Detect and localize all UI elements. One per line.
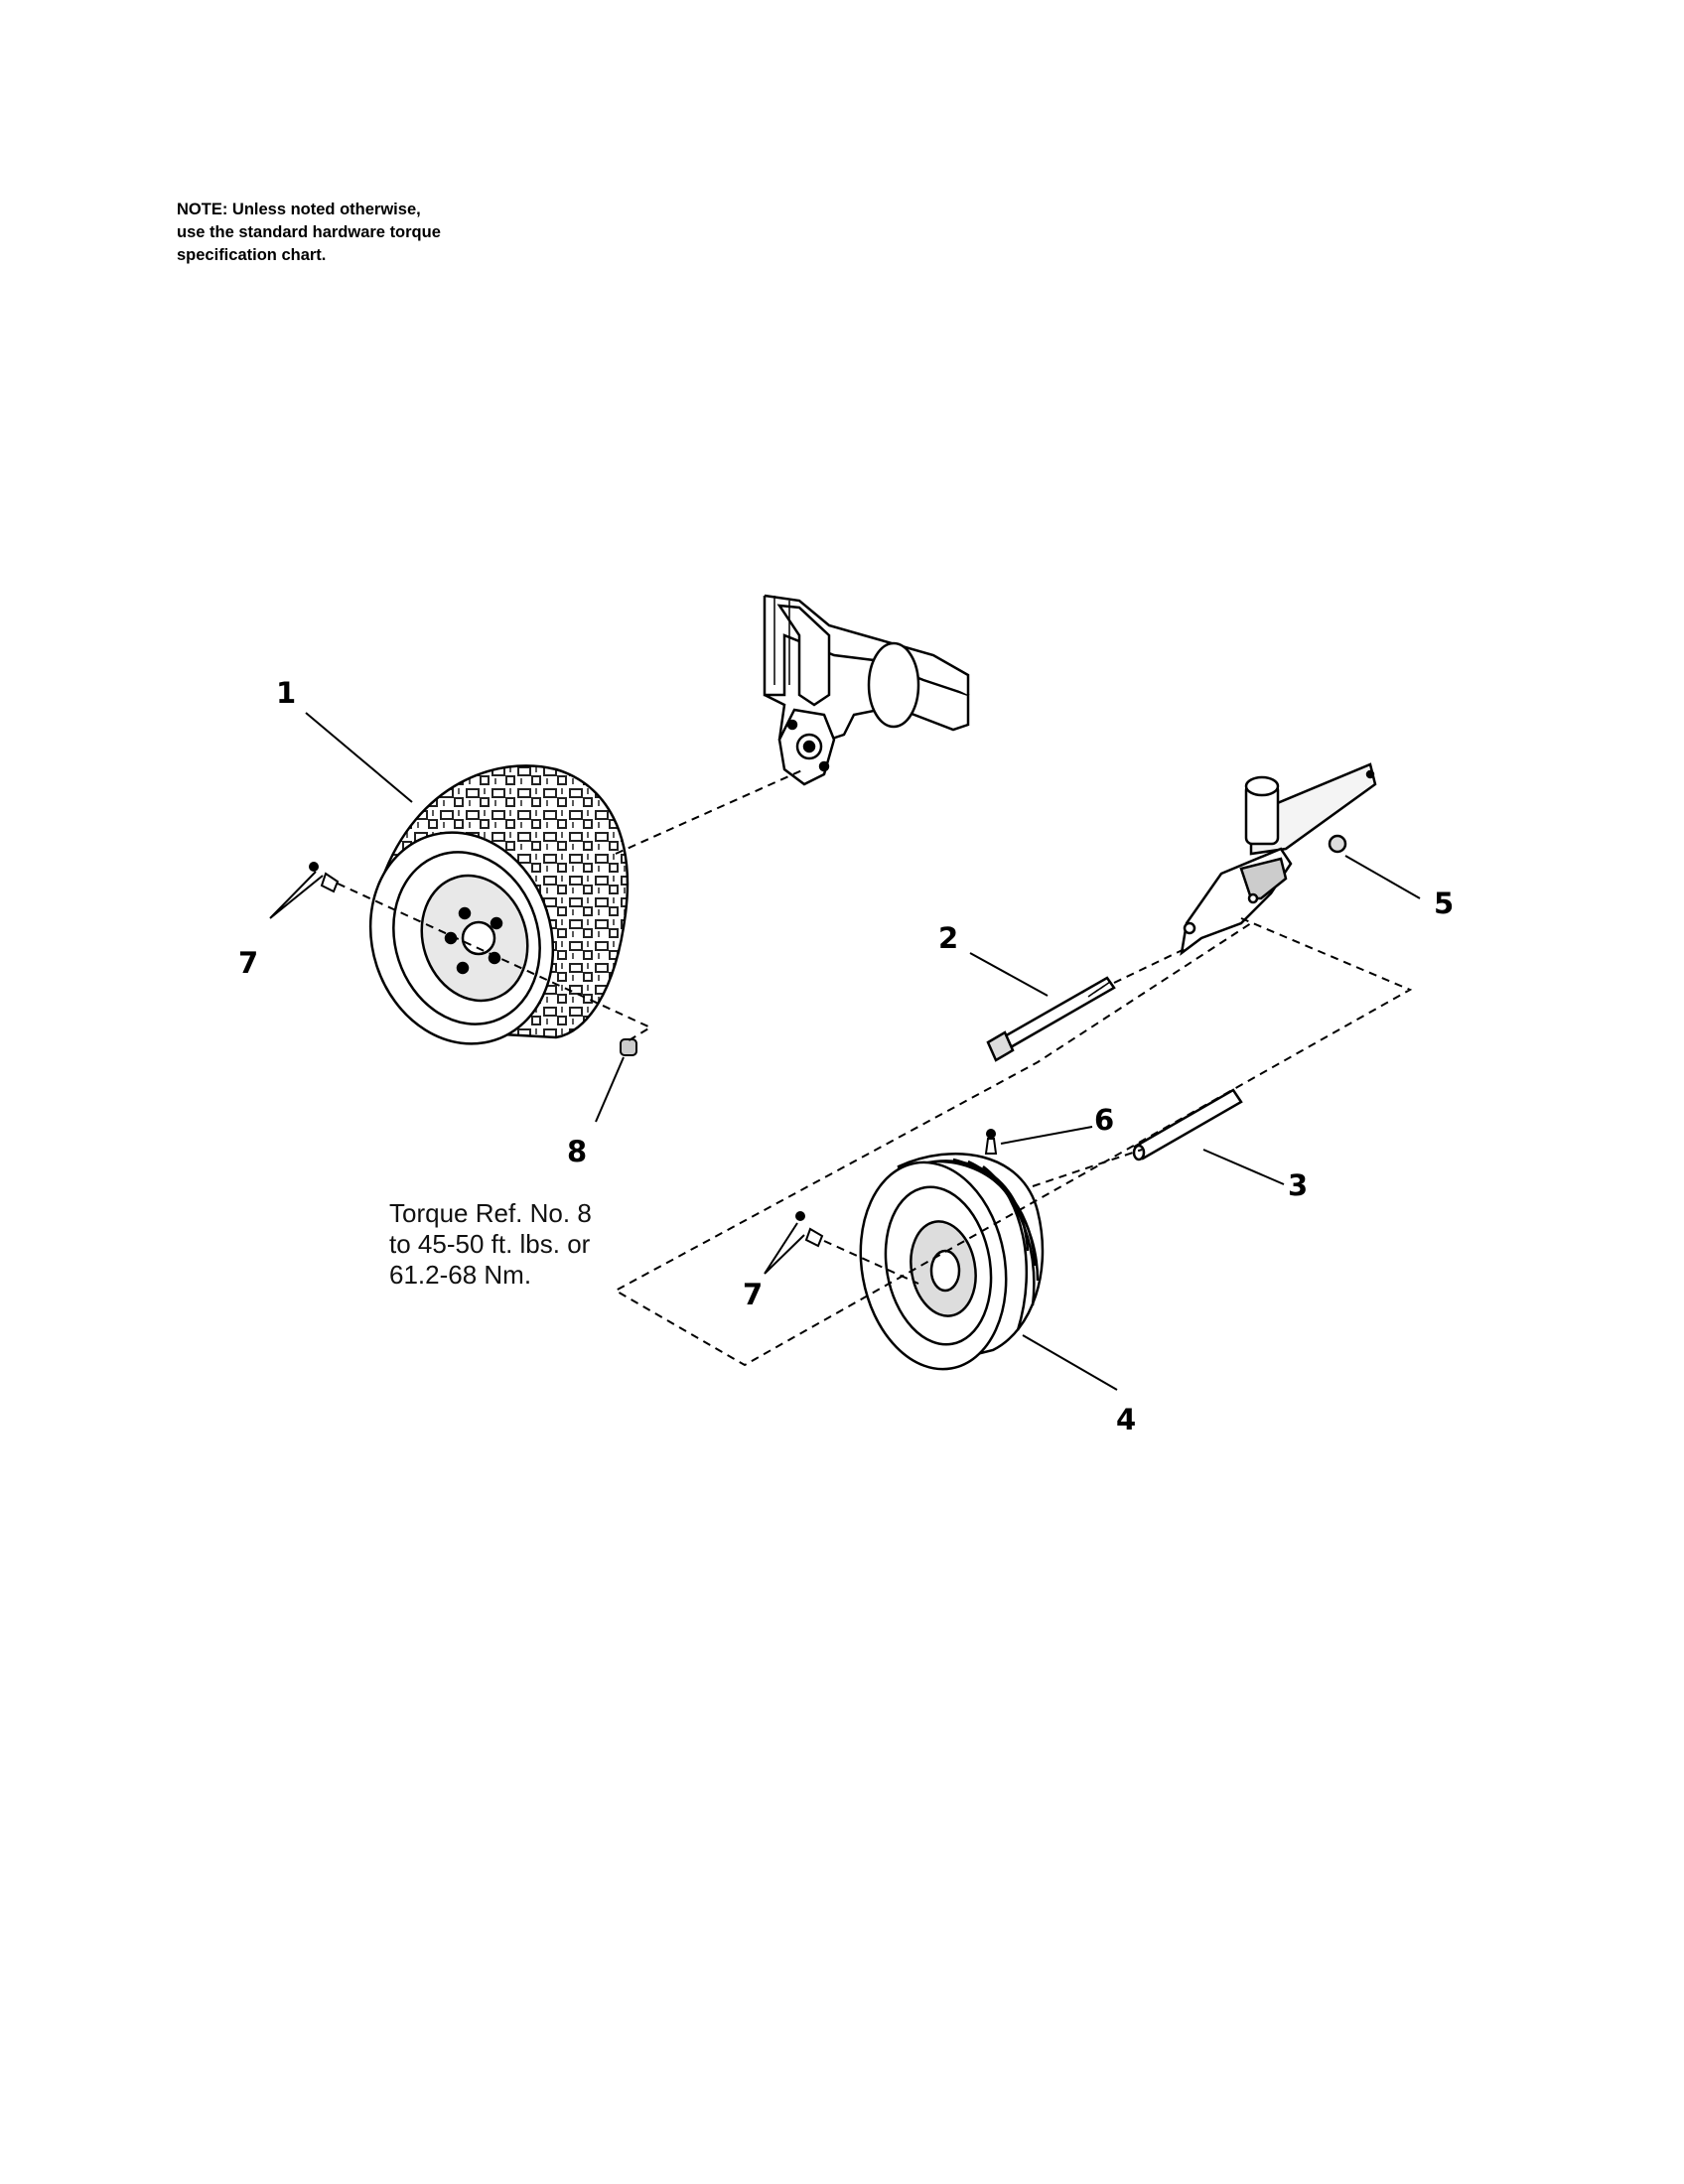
note-line-1: NOTE: Unless noted otherwise, — [177, 201, 421, 218]
torque-note: Torque Ref. No. 8 to 45-50 ft. lbs. or 6… — [389, 1198, 687, 1291]
bolt-part-2 — [986, 976, 1116, 1062]
spacer-part-3 — [1132, 1088, 1243, 1161]
callout-6: 6 — [1094, 1103, 1114, 1137]
callout-7b: 7 — [743, 1278, 763, 1311]
callout-4: 4 — [1116, 1403, 1136, 1436]
torque-line-3: 61.2-68 Nm. — [389, 1260, 532, 1290]
caster-wheel-part-4 — [859, 1153, 1045, 1371]
assembly-dashed-lines — [337, 768, 1413, 1367]
callout-3: 3 — [1288, 1168, 1308, 1202]
torque-line-2: to 45-50 ft. lbs. or — [389, 1229, 591, 1259]
callout-1: 1 — [276, 676, 296, 710]
general-note: NOTE: Unless noted otherwise, use the st… — [177, 199, 594, 267]
callout-2: 2 — [938, 921, 958, 955]
valve-stem-part-7-lower — [795, 1211, 824, 1248]
callout-5: 5 — [1434, 887, 1454, 920]
callout-8: 8 — [567, 1135, 587, 1168]
leader-lines — [269, 712, 1421, 1391]
torque-line-1: Torque Ref. No. 8 — [389, 1198, 592, 1228]
lug-nut-part-8 — [620, 1038, 637, 1056]
callout-7a: 7 — [238, 946, 258, 980]
note-line-2: use the standard hardware torque — [177, 223, 441, 241]
valve-stem-part-7-upper — [309, 862, 340, 893]
fitting-part-6 — [984, 1129, 998, 1155]
rear-wheel-part-1 — [368, 764, 630, 1045]
frame-axle-assembly — [763, 594, 970, 786]
note-line-3: specification chart. — [177, 246, 327, 264]
nut-part-5 — [1328, 834, 1347, 854]
caster-fork — [1180, 762, 1377, 956]
